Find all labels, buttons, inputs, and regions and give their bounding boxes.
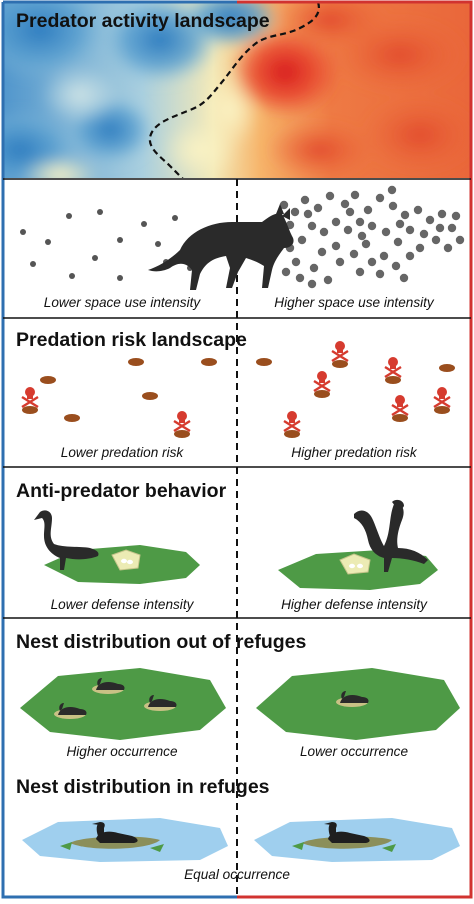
behavior-panel: Anti-predator behavior Lower defense int… xyxy=(16,480,438,612)
nest-in-center-caption: Equal occurrence xyxy=(184,867,290,882)
high-activity-dots xyxy=(279,185,465,289)
nest-out-right-caption: Lower occurrence xyxy=(300,744,408,759)
behavior-right-caption: Higher defense intensity xyxy=(281,597,428,612)
activity-boundary-line xyxy=(148,2,320,178)
nest-in-title: Nest distribution in refuges xyxy=(16,776,270,798)
nesting-goose-icon xyxy=(144,695,177,711)
behavior-left-caption: Lower defense intensity xyxy=(51,597,195,612)
activity-title: Predator activity landscape xyxy=(16,10,270,32)
goose-standing-icon xyxy=(34,510,99,570)
left-tundra-patch xyxy=(20,668,226,740)
risk-right-caption: Higher predation risk xyxy=(291,445,418,460)
nest-out-title: Nest distribution out of refuges xyxy=(16,631,306,653)
space-use-left-caption: Lower space use intensity xyxy=(44,295,202,310)
risk-panel: Predation risk landscape Lower predation… xyxy=(16,329,455,460)
skull-crossbones-icon xyxy=(433,387,451,409)
nest-out-left-caption: Higher occurrence xyxy=(66,744,178,759)
skull-crossbones-icon xyxy=(21,387,39,409)
fox-icon xyxy=(148,204,294,290)
goose-wings-raised-icon xyxy=(354,499,428,572)
skull-crossbones-icon xyxy=(384,357,402,379)
left-border xyxy=(1,0,237,899)
space-use-right-caption: Higher space use intensity xyxy=(274,295,435,310)
nest-in-panel: Nest distribution in refuges Equal occur… xyxy=(16,776,460,882)
nesting-goose-icon xyxy=(336,691,369,707)
loon-icon xyxy=(92,822,138,843)
nest-holes xyxy=(22,358,455,438)
risk-title: Predation risk landscape xyxy=(16,329,247,351)
low-activity-dots xyxy=(20,209,193,281)
skull-crossbones-icons xyxy=(21,341,451,433)
loon-icon xyxy=(324,822,370,843)
skull-crossbones-icon xyxy=(173,411,191,433)
skull-crossbones-icon xyxy=(391,395,409,417)
nesting-goose-icon xyxy=(92,678,125,694)
nesting-goose-icon xyxy=(54,703,87,719)
nest-out-panel: Nest distribution out of refuges Higher … xyxy=(16,631,460,759)
skull-crossbones-icon xyxy=(331,341,349,363)
right-nest xyxy=(339,553,371,575)
behavior-title: Anti-predator behavior xyxy=(16,480,227,502)
skull-crossbones-icon xyxy=(283,411,301,433)
skull-crossbones-icon xyxy=(313,371,331,393)
predator-activity-heatmap xyxy=(3,2,471,178)
right-border xyxy=(237,0,473,899)
risk-left-caption: Lower predation risk xyxy=(61,445,185,460)
space-use-panel: Lower space use intensity Higher space u… xyxy=(20,185,465,310)
